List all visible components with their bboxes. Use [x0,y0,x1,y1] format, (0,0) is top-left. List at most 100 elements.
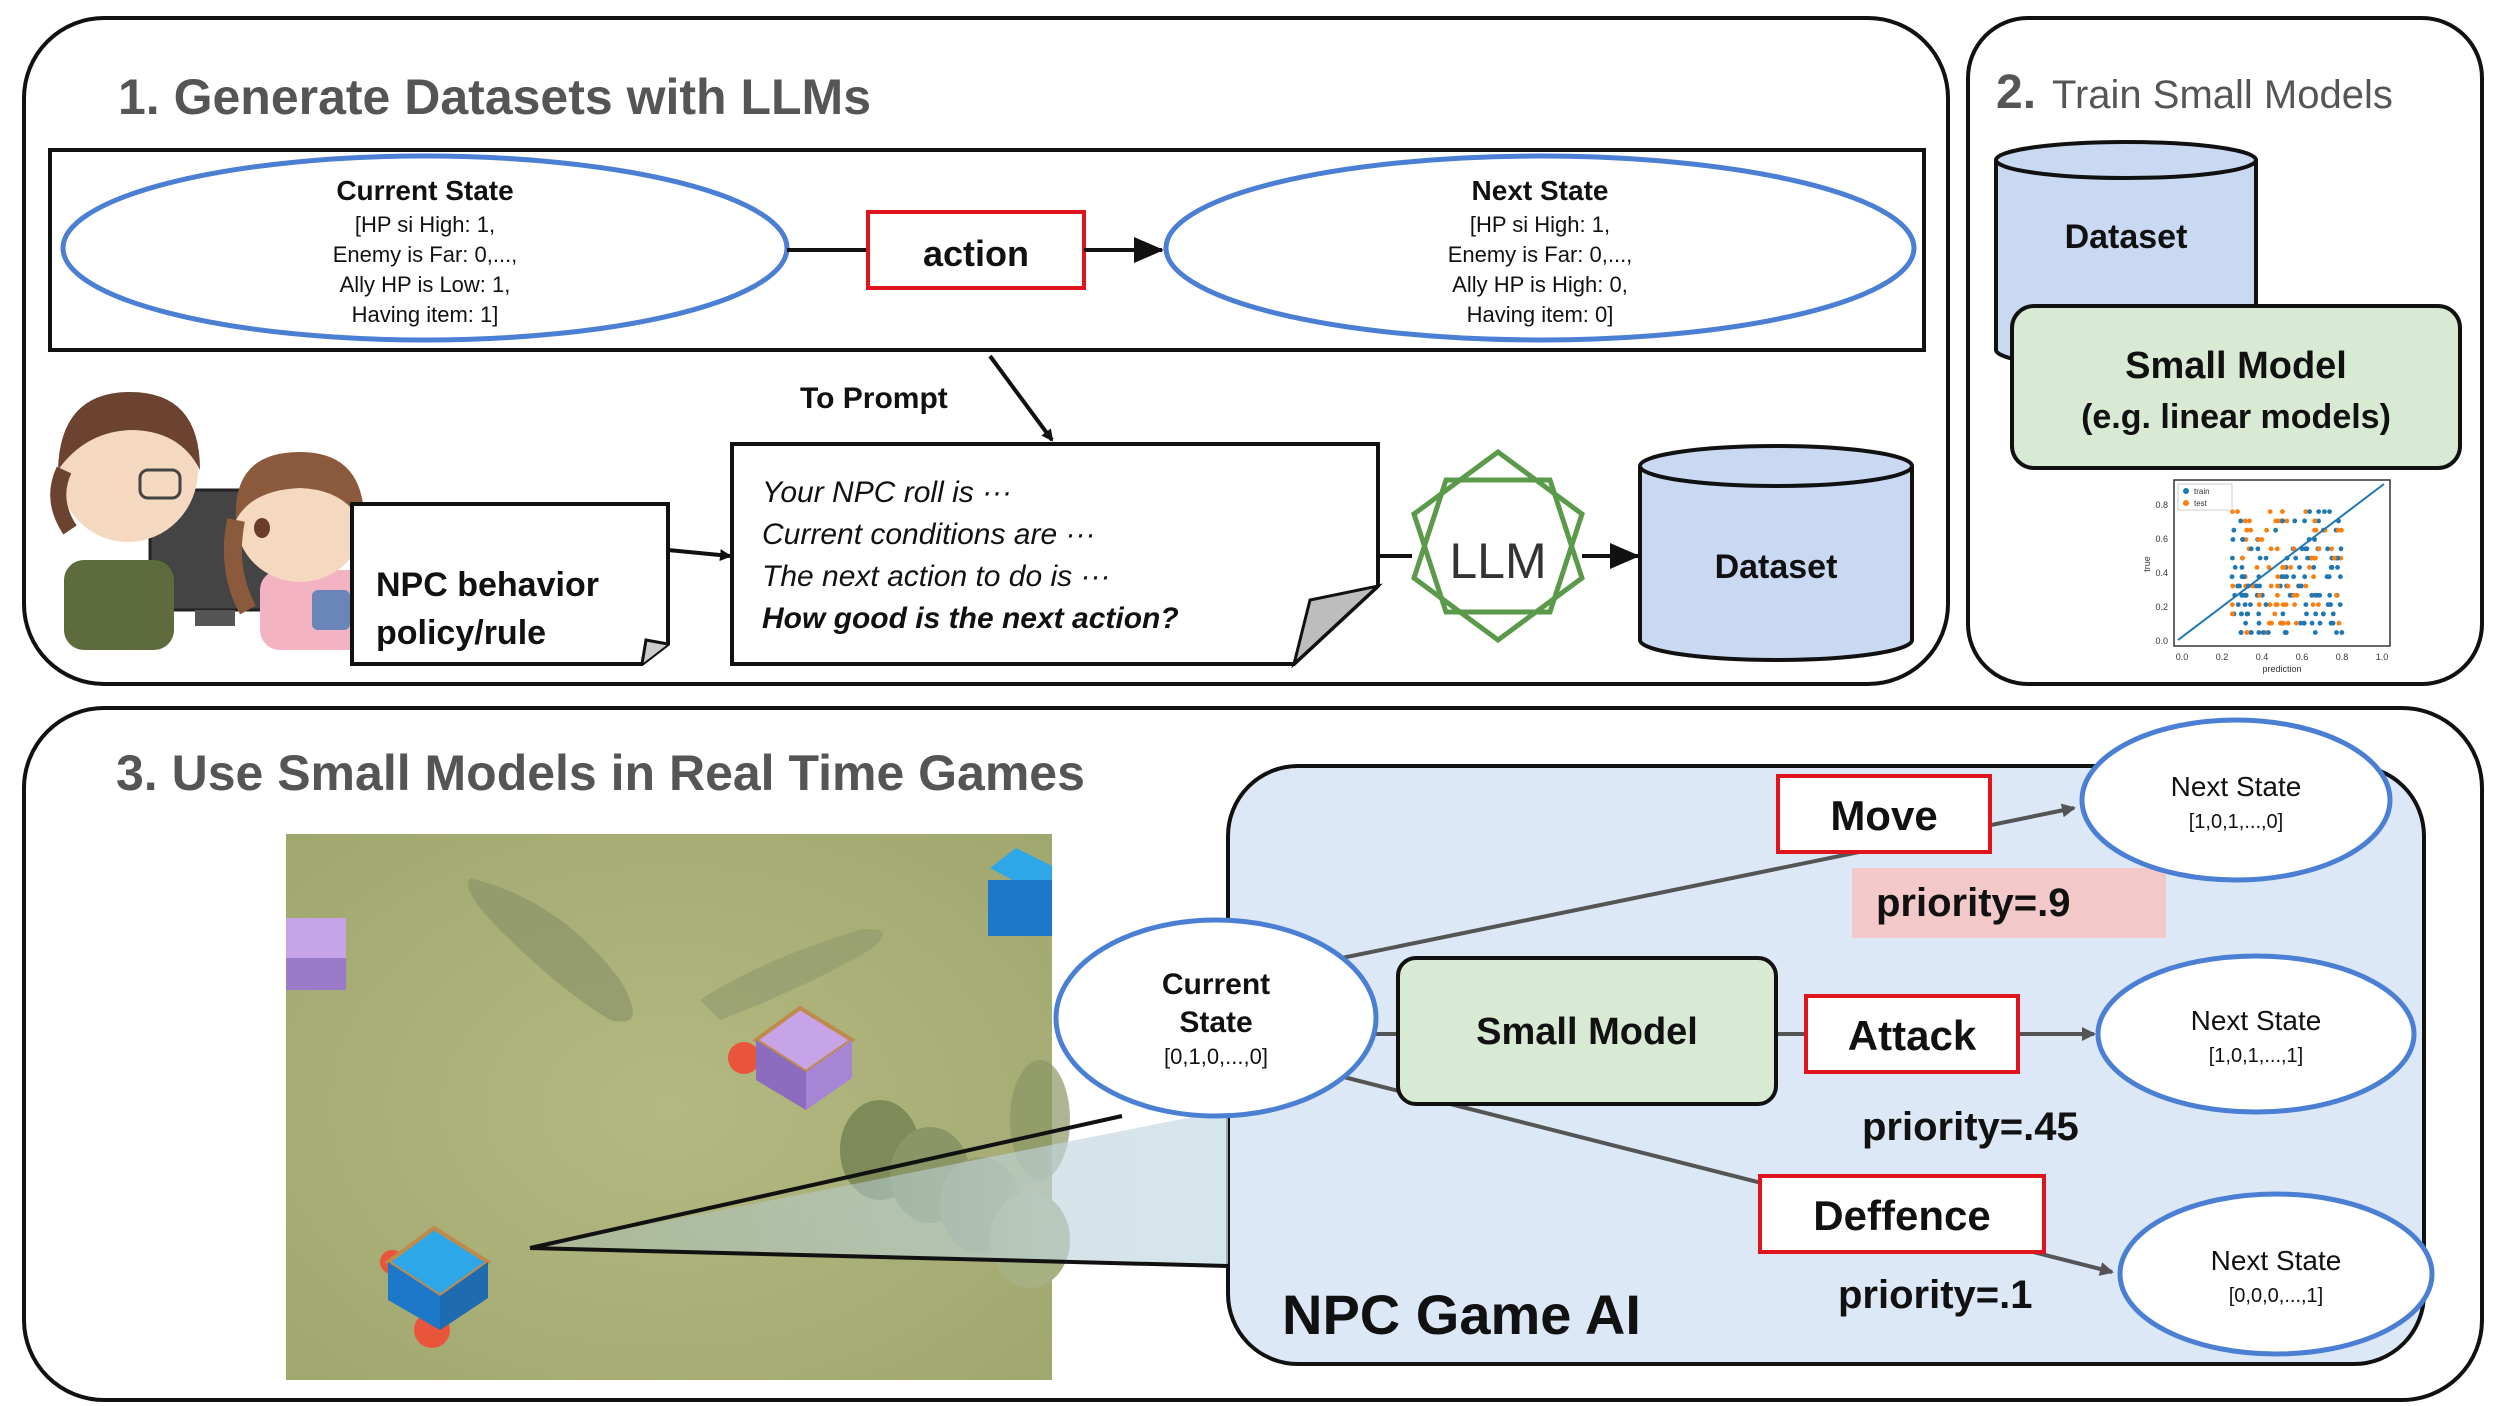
deffence-next-state: Next State [0,0,0,...,1] [2117,1191,2435,1357]
scatter-point [2273,518,2279,524]
game-small-model-label: Small Model [1476,1011,1698,1053]
scatter-point [2280,509,2285,514]
scatter-point [2313,611,2319,617]
scatter-point [2309,555,2315,561]
current-state-line: Having item: 1] [352,302,499,327]
scatter-point [2335,565,2340,570]
scatter-point [2278,620,2283,626]
zoom-line-bottom [529,1246,1229,1268]
game-current-state-vector: [0,1,0,...,0] [1164,1044,1268,1069]
scatter-point [2273,527,2279,533]
prompt-question: How good is the next action? [762,602,1179,635]
scatter-point [2239,565,2245,570]
next-state-ellipse: Next State [HP si High: 1, Enemy is Far:… [1163,153,1917,343]
game-current-state-line: Current [1162,968,1270,1001]
next-state-line: Enemy is Far: 0,..., [1448,242,1633,267]
scatter-point [2248,546,2254,552]
move-action-box: Move [1776,774,1992,854]
move-priority-highlight [1852,868,2166,938]
prompt-line: Current conditions are ··· [762,518,1095,551]
scatter-point [2316,509,2322,514]
scatter-point [2285,620,2291,626]
scatter-point [2266,620,2272,626]
regression-scatter-plot: train test 0.0 0.2 0.4 0.6 0.8 1.0 0.0 0… [2142,479,2391,674]
policy-rule-note: NPC behavior policy/rule [350,502,670,666]
developers-illustration [50,392,370,650]
scatter-point [2248,527,2254,533]
scatter-point [2292,518,2298,524]
scatter-point [2230,555,2235,561]
attack-priority: priority=.45 [1862,1105,2079,1149]
scatter-point [2307,565,2312,570]
current-state-title: Current State [336,175,513,206]
scatter-point [2281,565,2287,570]
scatter-point [2307,509,2313,514]
scatter-point [2273,602,2279,607]
scatter-point [2243,620,2248,626]
y-tick: 0.0 [2155,636,2168,646]
scatter-point [2291,574,2297,580]
y-tick: 0.8 [2155,500,2168,510]
scatter-point [2339,630,2345,635]
scatter-point [2312,518,2318,524]
scatter-point [2275,574,2281,580]
scatter-point [2244,527,2250,533]
scatter-point [2317,592,2323,598]
scatter-point [2232,565,2238,570]
edge-to-prompt [988,354,1054,442]
scatter-point [2263,555,2269,561]
scatter-point [2281,574,2287,580]
scatter-point [2256,602,2262,607]
zoom-line-top [529,1114,1123,1250]
llm-badge: LLM [1411,448,1585,644]
section-real-time-games: 3. Use Small Models in Real Time Games [22,706,2484,1402]
scatter-point [2313,592,2319,598]
deffence-action-label: Deffence [1813,1192,1990,1239]
section1-title: 1. Generate Datasets with LLMs [118,69,871,125]
dataset-label: Dataset [1715,548,1838,586]
prompt-line: Your NPC roll is ··· [762,476,1012,509]
scatter-point [2229,611,2235,617]
scatter-point [2240,537,2246,542]
scatter-point [2257,592,2262,598]
y-tick: 0.6 [2155,534,2168,544]
deffence-action-box: Deffence [1758,1174,2046,1254]
plot-x-ticks: 0.0 0.2 0.4 0.6 0.8 1.0 [2176,652,2389,662]
scatter-point [2298,583,2304,589]
action-label: action [923,233,1029,274]
scatter-point [2316,602,2321,607]
x-tick: 0.2 [2216,652,2229,662]
scatter-point [2267,509,2273,514]
scatter-point [2298,620,2304,626]
scatter-point [2303,583,2309,589]
scatter-point [2325,602,2331,607]
game-current-state-line: State [1179,1006,1252,1039]
edge-policy-to-prompt [667,548,732,562]
scatter-point [2292,602,2298,607]
scatter-point [2284,518,2290,524]
move-next-state-title: Next State [2171,771,2302,802]
scatter-point [2337,602,2343,607]
y-tick: 0.4 [2155,568,2168,578]
scatter-point [2338,546,2344,552]
deffence-next-state-title: Next State [2211,1245,2342,1276]
current-state-line: Enemy is Far: 0,..., [333,242,518,267]
scatter-point [2265,630,2271,635]
scatter-point [2242,602,2248,607]
scatter-point [2297,565,2302,570]
scatter-point [2311,565,2317,570]
scatter-point [2288,565,2293,570]
y-tick: 0.2 [2155,602,2168,612]
scatter-point [2313,527,2319,533]
scatter-point [2311,574,2316,580]
scatter-point [2316,546,2322,552]
current-state-line: [HP si High: 1, [355,212,495,237]
section2-title-number: 2. [1996,66,2036,119]
scatter-point [2309,592,2315,598]
scatter-point [2231,527,2237,533]
scatter-point [2237,583,2242,589]
scatter-point [2272,611,2278,617]
scatter-point [2313,555,2318,561]
move-next-state: Next State [1,0,1,...,0] [2079,717,2393,883]
plot-y-ticks: 0.0 0.2 0.4 0.6 0.8 [2155,500,2168,646]
